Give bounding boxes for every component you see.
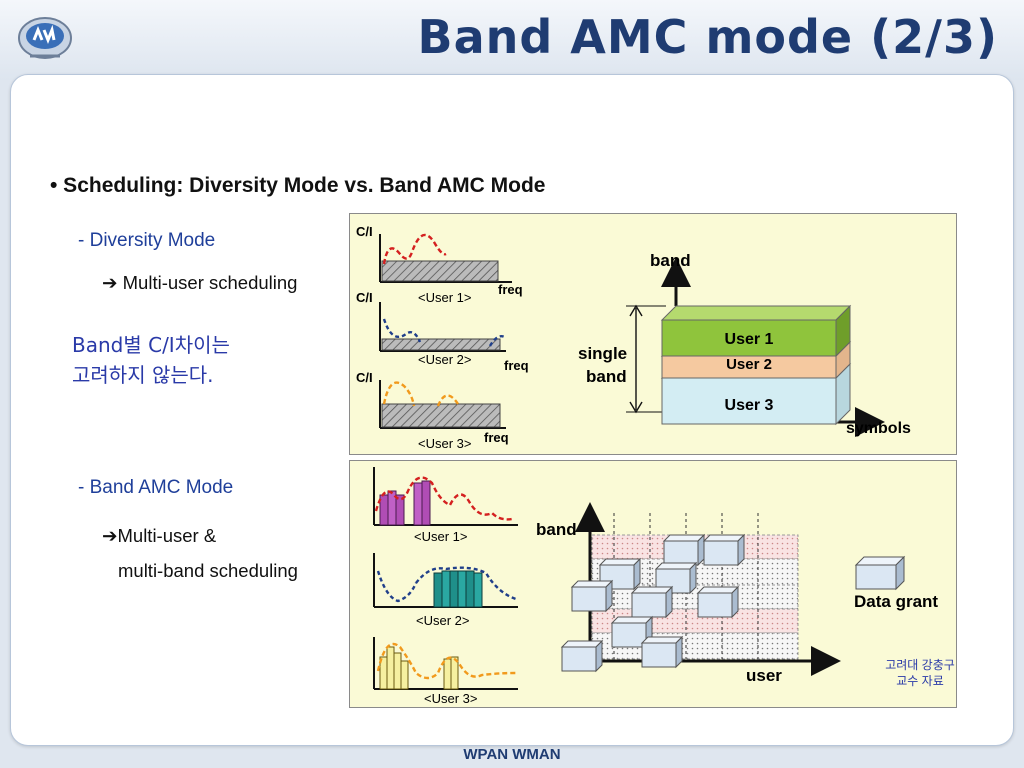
user2-spectrum: C/I <User 2> freq [356,290,529,373]
user1-label: <User 1> [418,290,471,305]
diversity-mode-label: - Diversity Mode [78,230,216,251]
ci-axis-label-1: C/I [356,224,373,239]
user3-label: <User 3> [418,436,471,451]
section-heading: • Scheduling: Diversity Mode vs. Band AM… [50,174,546,197]
korean-note-line2: 고려하지 않는다. [72,363,214,387]
korean-note-line1: Band별 C/I차이는 [72,333,230,357]
title-bar [0,0,1024,80]
source-credit: 고려대 강충구 교수 자료 [885,658,955,688]
freq-label-2: freq [504,358,529,373]
grant-blocks [560,533,746,673]
logo-icon [18,17,72,59]
amc-band-axis-label: band [536,520,577,539]
stack-user2-label: User 2 [726,356,772,373]
band-axis-label: band [650,251,691,270]
stack-user3-label: User 3 [725,397,774,414]
amc-user2-label: <User 2> [416,613,469,628]
ci-axis-label-2: C/I [356,290,373,305]
credit-line2: 교수 자료 [896,674,944,688]
single-band-label: band [586,367,627,386]
data-grant-legend: Data grant [854,555,938,611]
symbols-axis-label: symbols [846,420,911,437]
band-user-grid: band user [536,502,841,685]
multi-user-band-text-line2: multi-band scheduling [118,560,298,581]
amc-user3-spectrum: <User 3> [373,637,518,706]
multi-user-band-text-line1: ➔Multi-user & [102,525,217,546]
ci-axis-label-3: C/I [356,370,373,385]
data-grant-label: Data grant [854,592,938,611]
footer-label: WPAN WMAN [463,746,561,763]
amc-user3-label: <User 3> [424,691,477,706]
single-label: single [578,344,627,363]
amc-user-axis-label: user [746,666,782,685]
page-title: Band AMC mode (2/3) [417,10,998,64]
user3-spectrum: C/I <User 3> freq [356,370,509,451]
stack-user1-label: User 1 [725,331,774,348]
amc-user2-spectrum: <User 2> [373,553,518,628]
user1-spectrum: C/I freq <User 1> [356,224,523,305]
amc-user1-label: <User 1> [414,529,467,544]
credit-line1: 고려대 강충구 [885,658,955,672]
user2-label: <User 2> [418,352,471,367]
freq-label-3: freq [484,430,509,445]
amc-user1-spectrum: <User 1> [373,467,518,544]
multi-user-scheduling-text: ➔ Multi-user scheduling [102,272,298,293]
freq-label-1: freq [498,282,523,297]
diversity-mode-figure: C/I freq <User 1> C/I <User 2> freq C/I … [349,213,957,455]
band-amc-mode-label: - Band AMC Mode [78,477,234,498]
band-amc-figure: <User 1> <User 2> <User 3> band user [349,460,957,708]
single-band-stack: band symbols single band User 3 User 2 U… [578,251,911,437]
